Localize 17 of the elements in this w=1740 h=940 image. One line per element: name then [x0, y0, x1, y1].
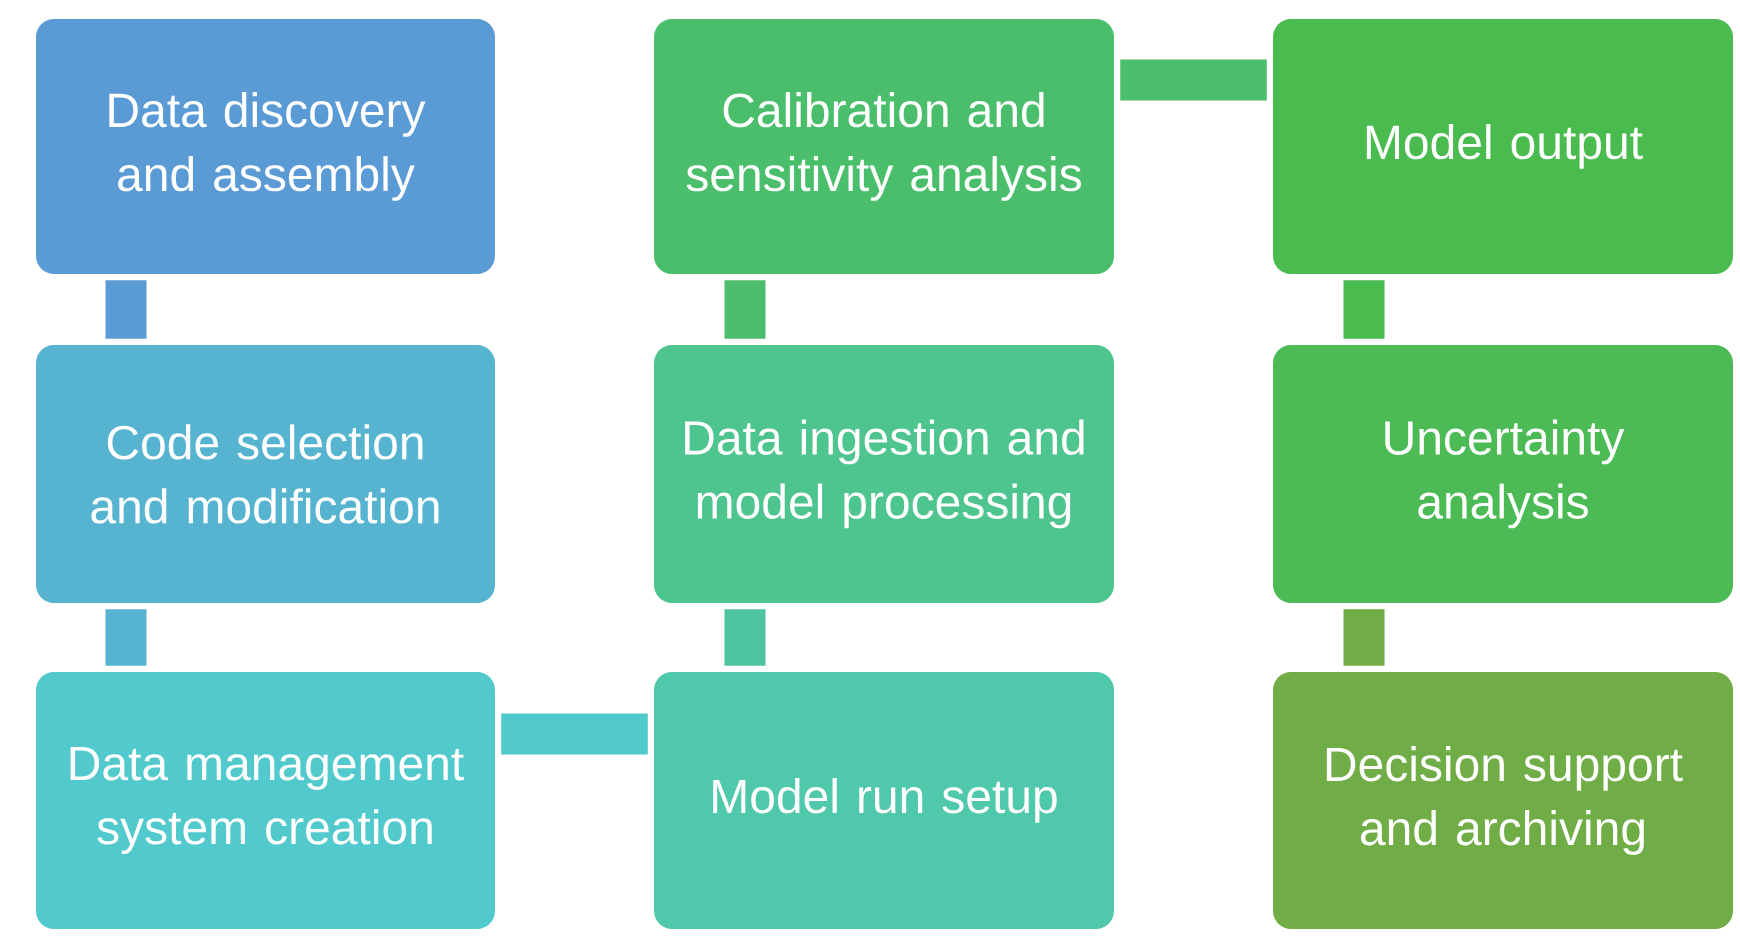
process-box: Data discovery and assembly: [36, 19, 495, 274]
process-box: Decision support and archiving: [1273, 672, 1733, 929]
connector-bar: [1120, 59, 1267, 101]
connector-bar: [1343, 609, 1385, 666]
connector-bar: [105, 609, 147, 666]
process-box: Uncertainty analysis: [1273, 345, 1733, 603]
connector-bar: [724, 280, 766, 339]
process-box: Code selection and modification: [36, 345, 495, 603]
connector-bar: [501, 713, 648, 755]
process-box: Data ingestion and model processing: [654, 345, 1114, 603]
connector-bar: [1343, 280, 1385, 339]
process-box: Data management system creation: [36, 672, 495, 929]
process-box: Model run setup: [654, 672, 1114, 929]
process-box: Model output: [1273, 19, 1733, 274]
connector-bar: [105, 280, 147, 339]
process-box: Calibration and sensitivity analysis: [654, 19, 1114, 274]
connector-bar: [724, 609, 766, 666]
